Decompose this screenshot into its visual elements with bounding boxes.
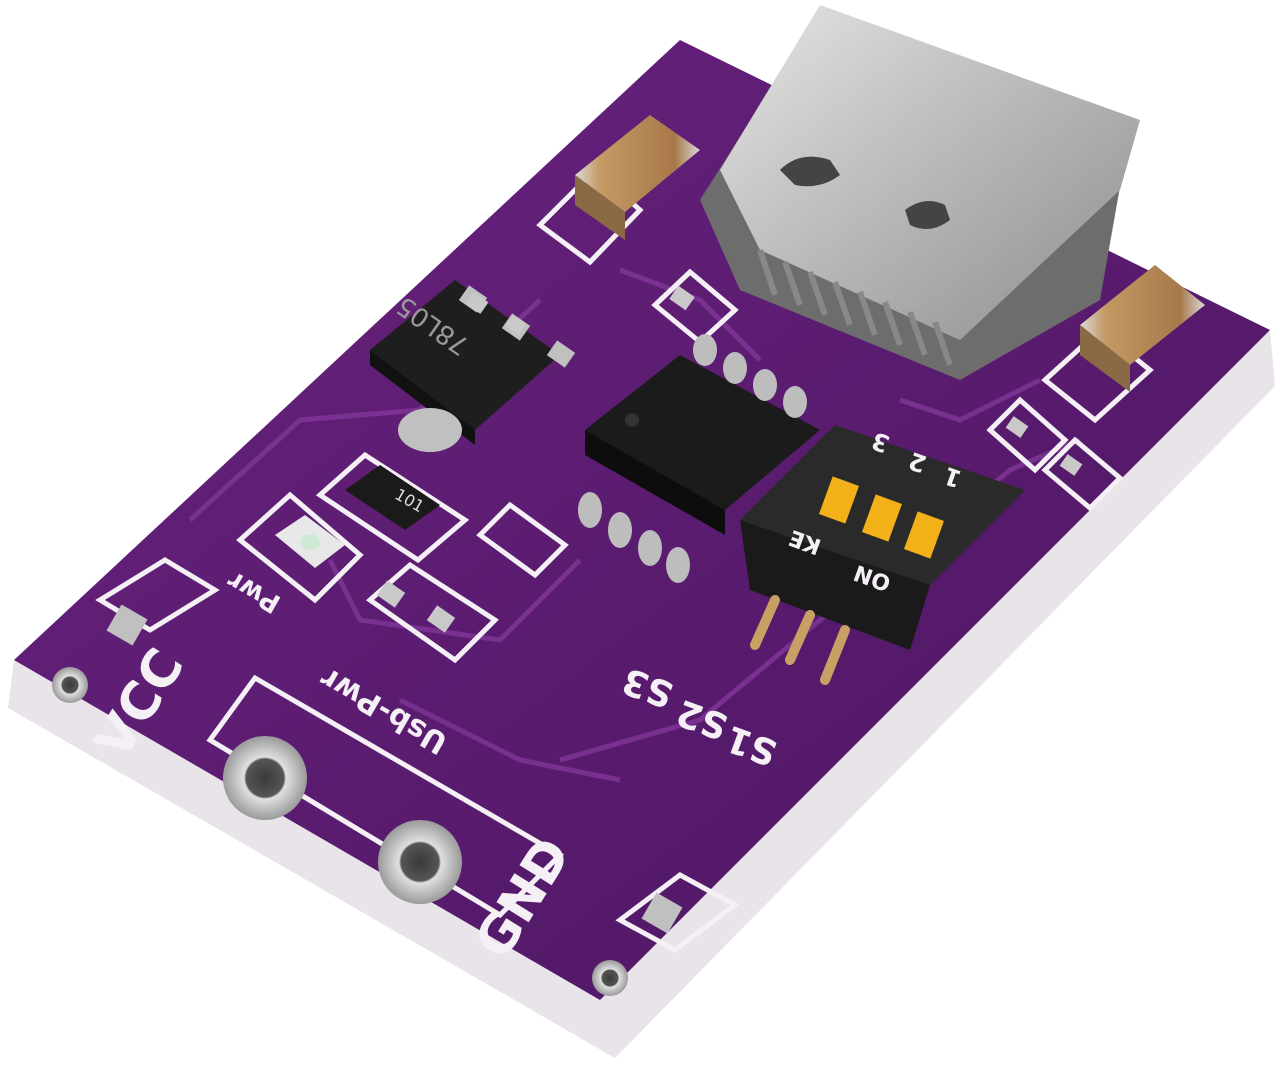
usb-pwr-hole-2 [378, 820, 462, 904]
usb-pwr-hole-1 [223, 736, 307, 820]
silkscreen-outlines [95, 166, 1154, 953]
voltage-regulator-icon: 78L05 [370, 280, 576, 452]
capacitor-right-icon [1080, 265, 1205, 392]
board-edge [8, 330, 1275, 1058]
power-led-icon [275, 515, 345, 568]
smd-pads [376, 285, 1083, 633]
dip-toggle-1[interactable] [904, 511, 944, 559]
vcc-pin-hole [52, 604, 148, 703]
dip-toggle-2[interactable] [862, 494, 902, 542]
capacitor-left-icon [575, 115, 700, 240]
main-ic-chip-icon [578, 334, 820, 583]
dip-toggle-3[interactable] [819, 476, 859, 524]
resistor-icon: 101 [345, 465, 440, 530]
usb-c-connector-icon [700, 5, 1140, 380]
gnd-pin-hole [592, 892, 683, 996]
dip-switch-icon: ON KE 1 2 3 [740, 425, 1025, 685]
